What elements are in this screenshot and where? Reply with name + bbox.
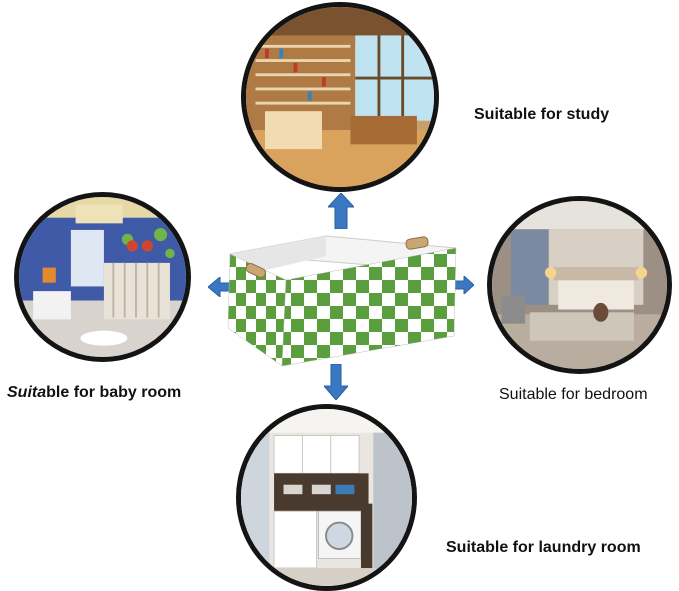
arrow-right-icon xyxy=(452,276,474,294)
bedroom-photo xyxy=(487,196,672,374)
label-study: Suitable for study xyxy=(474,106,610,123)
baby-room-photo xyxy=(14,192,191,362)
arrow-up-icon xyxy=(328,193,354,229)
arrow-left-icon xyxy=(208,277,238,297)
label-laundry: Suitable for laundry room xyxy=(446,539,641,556)
study-room-photo xyxy=(241,2,439,192)
label-baby-room-italic: Suita xyxy=(7,384,47,401)
checkered-storage-basket xyxy=(227,235,457,367)
label-baby-room-rest: ble for baby room xyxy=(46,384,182,401)
label-bedroom: Suitable for bedroom xyxy=(499,386,648,403)
arrow-down-icon xyxy=(324,364,348,400)
label-baby-room: Suitable for baby room xyxy=(7,384,181,402)
laundry-room-photo xyxy=(236,404,417,591)
